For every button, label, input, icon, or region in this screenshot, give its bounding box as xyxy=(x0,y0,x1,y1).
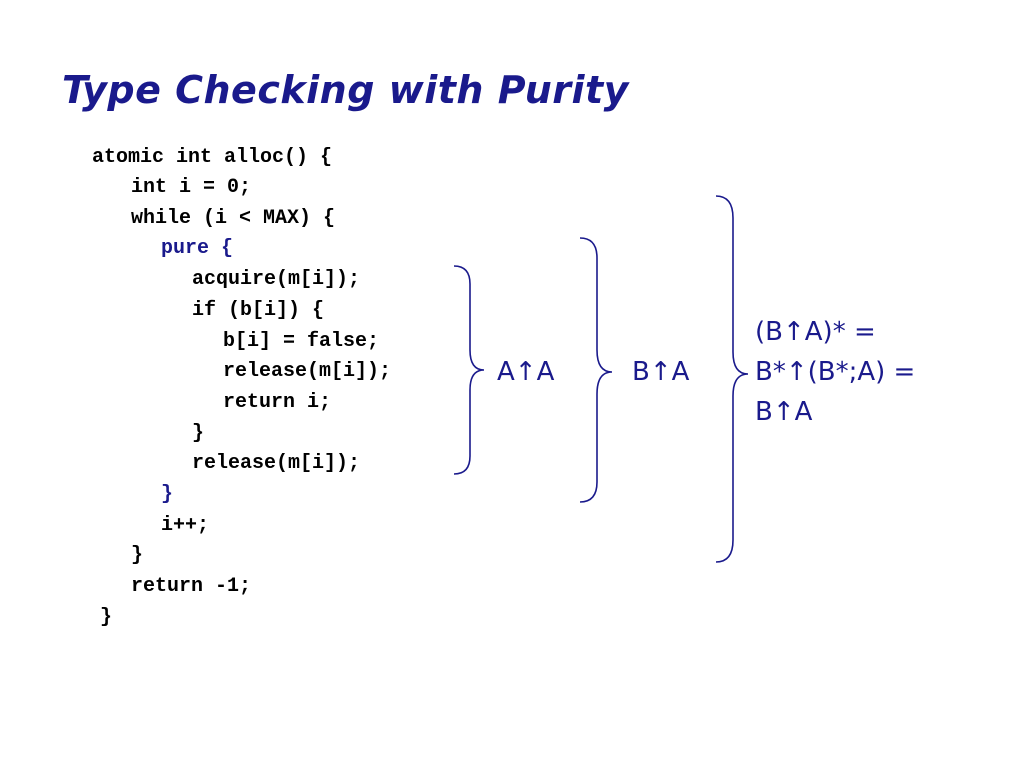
code-line: return -1; xyxy=(131,575,252,598)
code-line: i++; xyxy=(161,514,210,537)
code-line: while (i < MAX) { xyxy=(131,207,336,230)
inner-annotation: A↑A xyxy=(497,357,555,387)
code-line-pure: } xyxy=(161,483,174,506)
code-line: int i = 0; xyxy=(131,176,252,199)
code-line: } xyxy=(192,422,205,445)
code-line: b[i] = false; xyxy=(223,330,380,353)
code-line: } xyxy=(100,606,113,629)
code-line-pure: pure { xyxy=(161,237,234,260)
inner-brace xyxy=(453,265,485,475)
code-line: atomic int alloc() { xyxy=(92,146,333,169)
outer-brace xyxy=(715,195,749,563)
code-line: release(m[i]); xyxy=(223,360,392,383)
code-line: acquire(m[i]); xyxy=(192,268,361,291)
outer-annotation-line-1: (B↑A)* = xyxy=(755,317,876,347)
code-line: } xyxy=(131,544,144,567)
outer-annotation-line-3: B↑A xyxy=(755,397,813,427)
code-line: release(m[i]); xyxy=(192,452,361,475)
code-line: if (b[i]) { xyxy=(192,299,325,322)
slide-title: Type Checking with Purity xyxy=(62,68,629,112)
code-line: return i; xyxy=(223,391,332,414)
middle-annotation: B↑A xyxy=(632,357,690,387)
outer-annotation-line-2: B*↑(B*;A) = xyxy=(755,357,916,387)
middle-brace xyxy=(579,237,613,503)
